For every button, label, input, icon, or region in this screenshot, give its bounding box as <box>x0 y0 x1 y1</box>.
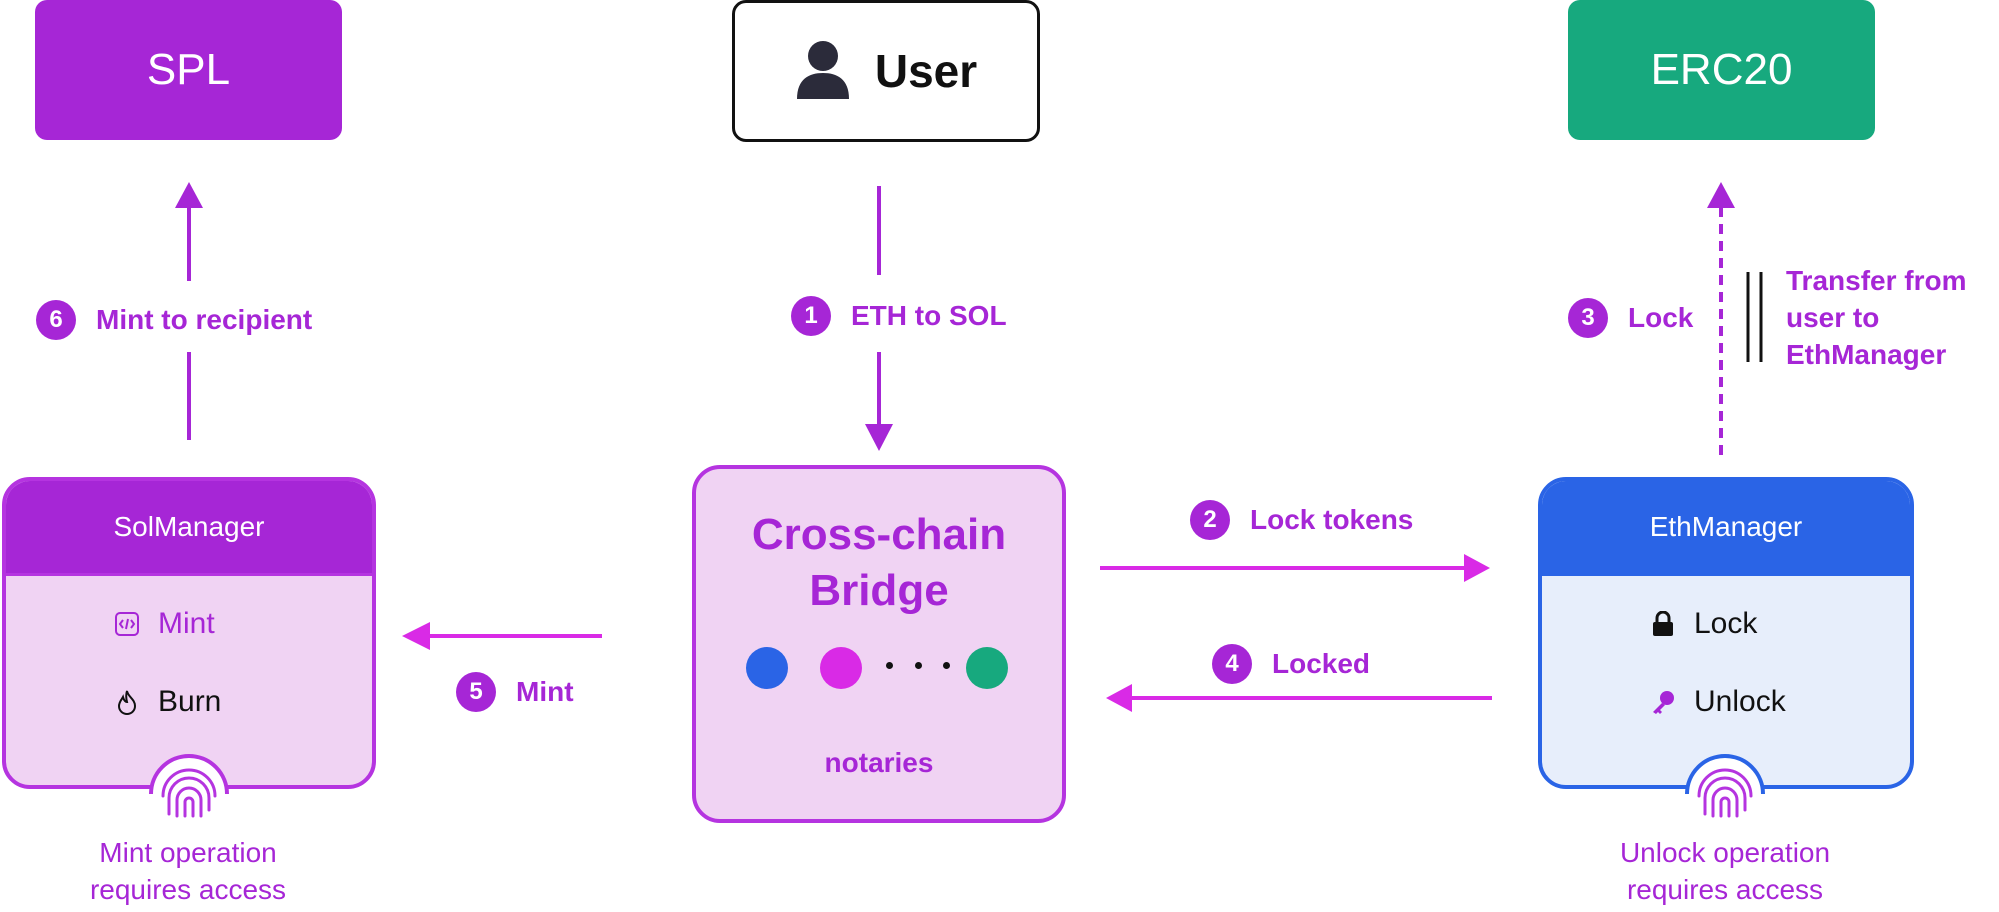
ethmanager-caption: Unlock operation requires access <box>1575 834 1875 908</box>
step-6-label: 6 Mint to recipient <box>36 300 312 340</box>
step-5-badge: 5 <box>456 672 496 712</box>
step-1-label: 1 ETH to SOL <box>791 296 1007 336</box>
step-6-badge: 6 <box>36 300 76 340</box>
notary-ellipsis <box>886 662 950 669</box>
cross-chain-bridge: Cross-chain Bridge notaries <box>692 465 1066 823</box>
transfer-note-line-1: Transfer from <box>1786 265 1967 296</box>
solmanager-row-burn: Burn <box>112 685 221 719</box>
notary-dot-pink <box>820 647 862 689</box>
ethmanager-card: EthManager Lock Unlock <box>1538 477 1914 789</box>
ethmanager-header: EthManager <box>1542 481 1910 576</box>
ethmanager-row-lock: Lock <box>1648 607 1757 641</box>
user-box: User <box>732 0 1040 142</box>
ethmanager-caption-line-1: Unlock operation <box>1619 837 1831 868</box>
step-4-badge: 4 <box>1212 644 1252 684</box>
arrowhead-to-spl <box>175 182 203 208</box>
spl-token-box: SPL <box>35 0 342 140</box>
ethmanager-row-unlock-label: Unlock <box>1694 685 1786 718</box>
key-icon <box>1648 687 1678 717</box>
step-2-badge: 2 <box>1190 500 1230 540</box>
solmanager-title: SolManager <box>113 511 265 542</box>
step-1-text: ETH to SOL <box>851 300 1007 331</box>
user-icon <box>796 41 849 99</box>
solmanager-header: SolManager <box>6 481 372 576</box>
step-1-badge: 1 <box>791 296 831 336</box>
ethmanager-caption-line-2: requires access <box>1626 874 1824 905</box>
flame-icon <box>112 687 142 717</box>
solmanager-row-burn-label: Burn <box>158 685 222 718</box>
solmanager-caption-line-2: requires access <box>89 874 287 905</box>
step-4-label: 4 Locked <box>1212 644 1370 684</box>
step-5-text: Mint <box>516 676 574 707</box>
ethmanager-title: EthManager <box>1649 511 1803 542</box>
fingerprint-icon <box>1685 754 1765 818</box>
arrowhead-to-erc20 <box>1707 182 1735 208</box>
ethmanager-row-unlock: Unlock <box>1648 685 1786 719</box>
bridge-title-line-1: Cross-chain <box>751 510 1007 559</box>
solmanager-caption: Mint operation requires access <box>38 834 338 908</box>
code-icon <box>112 609 142 639</box>
step-2-text: Lock tokens <box>1250 504 1414 535</box>
step-3-text: Lock <box>1628 302 1694 333</box>
transfer-note-line-2: user to <box>1786 302 1880 333</box>
notary-dot-blue <box>746 647 788 689</box>
solmanager-card: SolManager Mint Burn <box>2 477 376 789</box>
arrowhead-to-solmanager <box>402 622 430 650</box>
arrowhead-to-bridge-left <box>1106 684 1132 712</box>
notary-dot-green <box>966 647 1008 689</box>
step-5-label: 5 Mint <box>456 672 574 712</box>
fingerprint-icon <box>149 754 229 818</box>
erc20-label: ERC20 <box>1650 45 1793 94</box>
solmanager-caption-line-1: Mint operation <box>99 837 277 868</box>
step-3-label: 3 Lock <box>1568 298 1693 338</box>
ethmanager-row-lock-label: Lock <box>1694 607 1758 640</box>
step-4-text: Locked <box>1272 648 1371 679</box>
bridge-title-line-2: Bridge <box>809 566 949 615</box>
step-6-text: Mint to recipient <box>96 304 313 335</box>
transfer-note: Transfer from user to EthManager <box>1786 262 1967 373</box>
bridge-title: Cross-chain Bridge <box>696 507 1062 619</box>
notaries-label: notaries <box>824 747 934 778</box>
lock-icon <box>1648 609 1678 639</box>
step-2-label: 2 Lock tokens <box>1190 500 1413 540</box>
solmanager-row-mint-label: Mint <box>158 607 215 640</box>
erc20-token-box: ERC20 <box>1568 0 1875 140</box>
solmanager-row-mint: Mint <box>112 607 215 641</box>
arrowhead-to-ethmanager <box>1464 554 1490 582</box>
arrowhead-to-bridge <box>865 424 893 451</box>
user-label: User <box>874 45 978 97</box>
step-3-badge: 3 <box>1568 298 1608 338</box>
transfer-note-line-3: EthManager <box>1786 339 1947 370</box>
spl-label: SPL <box>146 45 231 94</box>
